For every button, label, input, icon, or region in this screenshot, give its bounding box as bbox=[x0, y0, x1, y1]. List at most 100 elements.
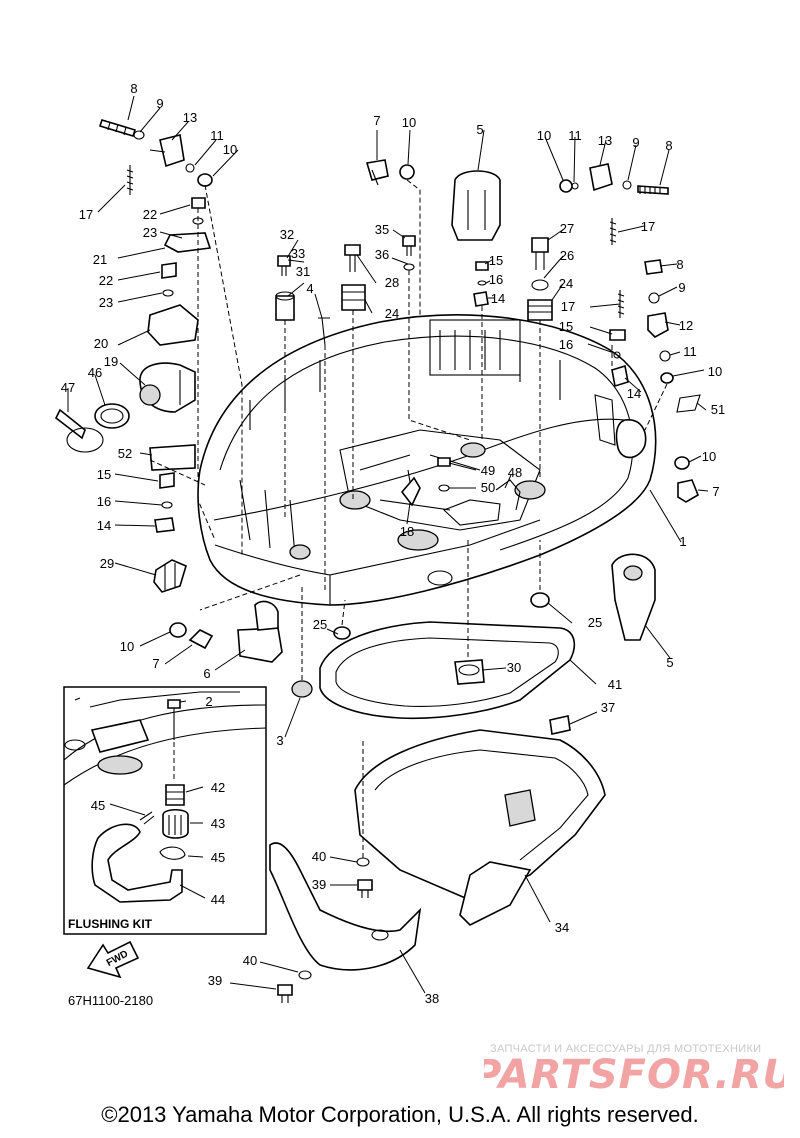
callout-18: 18 bbox=[400, 524, 414, 539]
watermark-logo: PARTSFOR.RU bbox=[484, 1052, 784, 1098]
callout-40: 40 bbox=[243, 953, 257, 968]
callout-30: 30 bbox=[507, 660, 521, 675]
callout-10: 10 bbox=[223, 142, 237, 157]
callout-41: 41 bbox=[608, 677, 622, 692]
callout-24: 24 bbox=[559, 276, 573, 291]
forward-direction-arrow: FWD bbox=[86, 940, 140, 979]
callout-44: 44 bbox=[211, 892, 225, 907]
callout-24: 24 bbox=[385, 306, 399, 321]
callout-49: 49 bbox=[481, 463, 495, 478]
callout-15: 15 bbox=[559, 319, 573, 334]
callout-3: 3 bbox=[276, 733, 283, 748]
callout-10: 10 bbox=[537, 128, 551, 143]
callout-38: 38 bbox=[425, 991, 439, 1006]
callout-37: 37 bbox=[601, 700, 615, 715]
callout-34: 34 bbox=[555, 920, 569, 935]
callout-35: 35 bbox=[375, 222, 389, 237]
lower-cowling-part bbox=[269, 715, 606, 971]
callout-15: 15 bbox=[489, 253, 503, 268]
callout-33: 33 bbox=[291, 246, 305, 261]
watermark-tagline: ЗАПЧАСТИ И АКСЕССУАРЫ ДЛЯ МОТОТЕХНИКИ bbox=[490, 1043, 762, 1055]
callout-39: 39 bbox=[312, 877, 326, 892]
callout-12: 12 bbox=[679, 318, 693, 333]
callout-50: 50 bbox=[481, 480, 495, 495]
callout-22: 22 bbox=[143, 207, 157, 222]
callout-46: 46 bbox=[88, 365, 102, 380]
callout-16: 16 bbox=[97, 494, 111, 509]
callout-17: 17 bbox=[79, 207, 93, 222]
callout-11: 11 bbox=[568, 128, 582, 143]
callout-11: 11 bbox=[210, 128, 224, 143]
center-small-parts bbox=[400, 457, 521, 526]
callout-16: 16 bbox=[489, 272, 503, 287]
callout-11: 11 bbox=[683, 344, 697, 359]
copyright-notice: ©2013 Yamaha Motor Corporation, U.S.A. A… bbox=[101, 1102, 699, 1127]
flushing-kit-inset bbox=[63, 686, 267, 935]
callout-25: 25 bbox=[313, 617, 327, 632]
callout-26: 26 bbox=[560, 248, 574, 263]
alignment-lines bbox=[149, 179, 668, 858]
callout-9: 9 bbox=[678, 280, 685, 295]
callout-7: 7 bbox=[152, 656, 159, 671]
front-fittings bbox=[153, 559, 313, 698]
callout-51: 51 bbox=[711, 402, 725, 417]
callout-2: 2 bbox=[205, 694, 212, 709]
top-hinge-hardware bbox=[365, 159, 669, 359]
callout-13: 13 bbox=[183, 110, 197, 125]
callout-8: 8 bbox=[676, 257, 683, 272]
cowling-seal-part bbox=[319, 592, 576, 720]
callout-40: 40 bbox=[312, 849, 326, 864]
callout-28: 28 bbox=[385, 275, 399, 290]
callout-43: 43 bbox=[211, 816, 225, 831]
flushing-kit-title: FLUSHING KIT bbox=[68, 917, 152, 931]
callout-47: 47 bbox=[61, 380, 75, 395]
callout-36: 36 bbox=[375, 247, 389, 262]
callout-39: 39 bbox=[208, 973, 222, 988]
leader-lines bbox=[67, 95, 709, 994]
left-upper-hardware bbox=[54, 119, 213, 533]
callout-32: 32 bbox=[280, 227, 294, 242]
svg-text:PARTSFOR.RU: PARTSFOR.RU bbox=[484, 1052, 784, 1098]
callout-9: 9 bbox=[632, 135, 639, 150]
callout-16: 16 bbox=[559, 337, 573, 352]
callout-25: 25 bbox=[588, 615, 602, 630]
callout-7: 7 bbox=[373, 113, 380, 128]
callout-52: 52 bbox=[118, 446, 132, 461]
callout-5: 5 bbox=[476, 122, 483, 137]
callout-29: 29 bbox=[100, 556, 114, 571]
callout-45: 45 bbox=[211, 850, 225, 865]
callout-10: 10 bbox=[702, 449, 716, 464]
callout-10: 10 bbox=[120, 639, 134, 654]
callout-45: 45 bbox=[91, 798, 105, 813]
callout-17: 17 bbox=[561, 299, 575, 314]
callout-19: 19 bbox=[104, 354, 118, 369]
right-fittings bbox=[611, 312, 701, 641]
callout-13: 13 bbox=[598, 133, 612, 148]
callout-31: 31 bbox=[296, 264, 310, 279]
callout-14: 14 bbox=[627, 386, 641, 401]
callout-14: 14 bbox=[491, 291, 505, 306]
callout-8: 8 bbox=[665, 138, 672, 153]
center-fasteners bbox=[275, 235, 489, 346]
callout-27: 27 bbox=[560, 221, 574, 236]
callout-42: 42 bbox=[211, 780, 225, 795]
callout-6: 6 bbox=[203, 666, 210, 681]
callout-20: 20 bbox=[94, 336, 108, 351]
callout-7: 7 bbox=[712, 484, 719, 499]
bottom-cowling-part bbox=[197, 314, 657, 606]
callout-9: 9 bbox=[156, 96, 163, 111]
callout-15: 15 bbox=[97, 467, 111, 482]
diagram-part-code: 67H1100-2180 bbox=[68, 993, 154, 1008]
callout-10: 10 bbox=[708, 364, 722, 379]
callout-48: 48 bbox=[508, 465, 522, 480]
callout-23: 23 bbox=[99, 295, 113, 310]
callout-22: 22 bbox=[99, 273, 113, 288]
callout-5: 5 bbox=[666, 655, 673, 670]
callout-8: 8 bbox=[130, 81, 137, 96]
callout-14: 14 bbox=[97, 518, 111, 533]
callout-4: 4 bbox=[306, 281, 313, 296]
callout-17: 17 bbox=[641, 219, 655, 234]
callout-23: 23 bbox=[143, 225, 157, 240]
callout-21: 21 bbox=[93, 252, 107, 267]
